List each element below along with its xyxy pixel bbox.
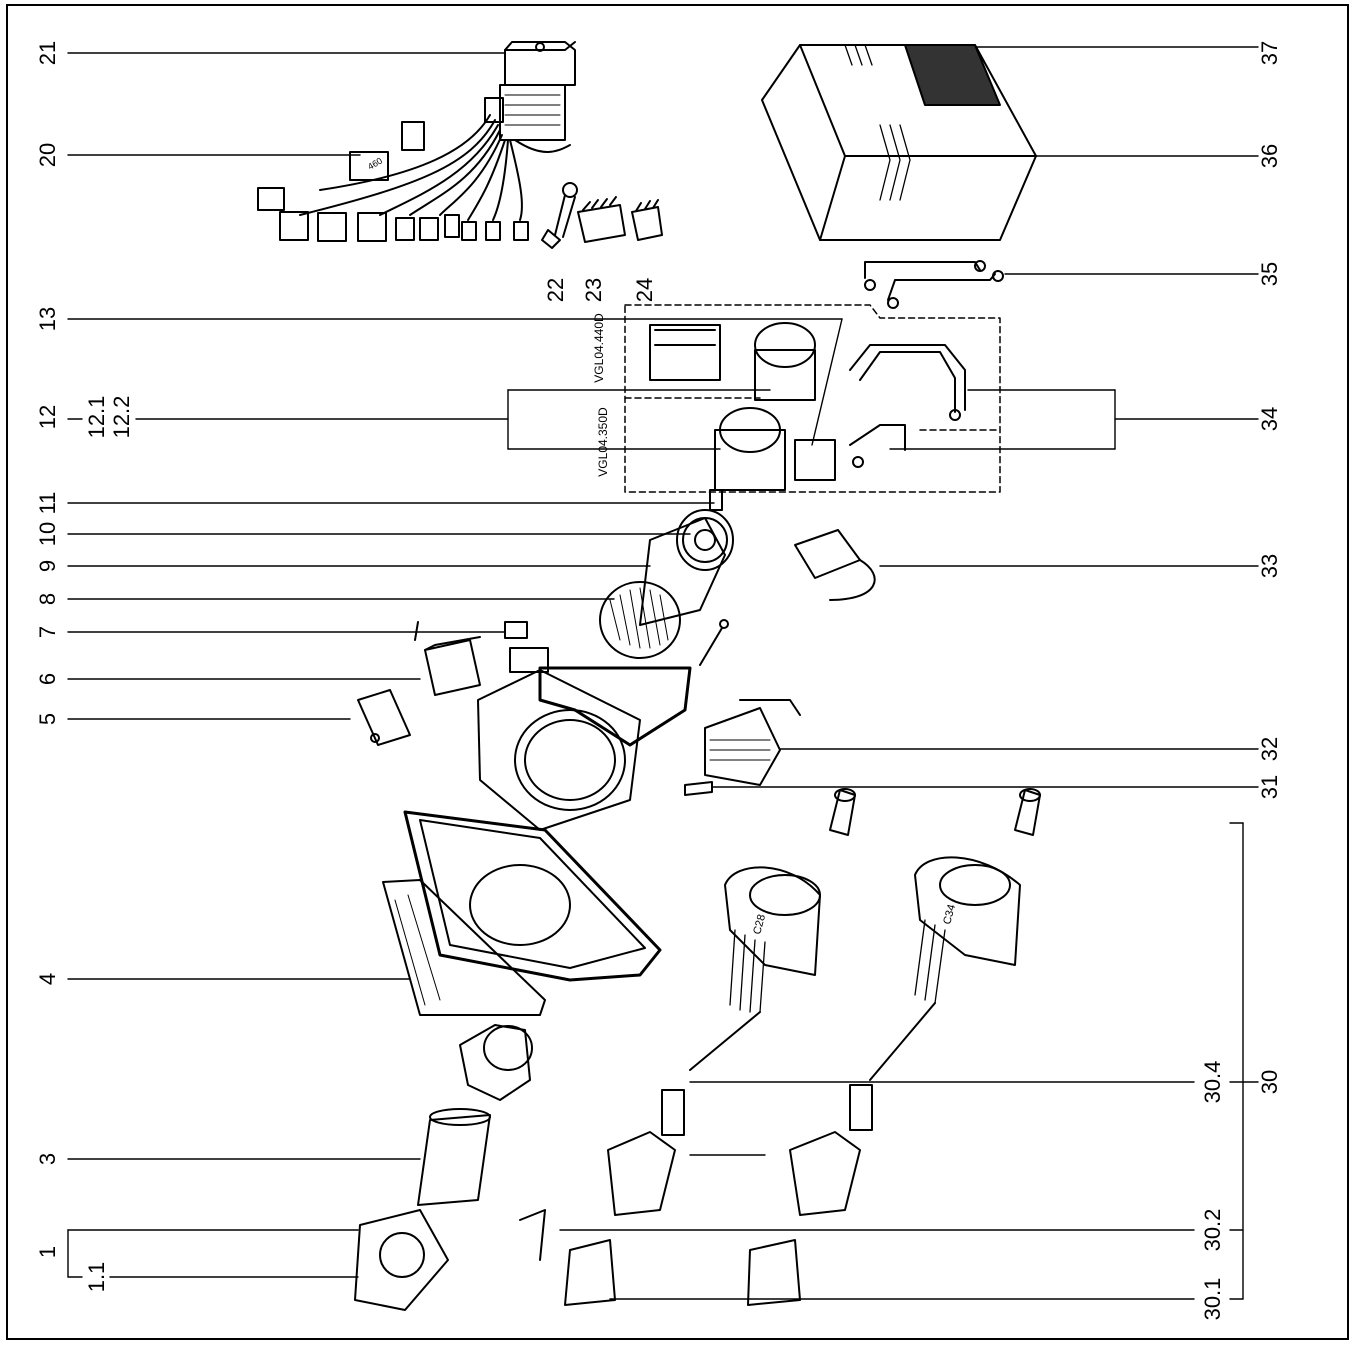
part-20-wiring-harness <box>257 97 571 242</box>
part-6-capacitor <box>414 621 481 696</box>
part-12-gas-valve-lower <box>714 407 836 491</box>
part-23-plug <box>577 196 626 243</box>
label-12-1: 12.1 <box>84 395 109 439</box>
label-30-4: 30.4 <box>1200 1060 1225 1104</box>
label-9: 9 <box>35 559 60 573</box>
part-10-motor-end <box>676 509 734 571</box>
label-1: 1 <box>35 1245 60 1259</box>
part-13-gas-valve-upper <box>649 322 816 401</box>
label-23: 23 <box>581 277 606 303</box>
part-37-grille <box>904 44 1001 106</box>
part-34-pipe-set <box>849 344 966 468</box>
part-7-terminal <box>504 621 549 673</box>
part-11-coupling <box>709 489 723 511</box>
label-24: 24 <box>632 277 657 303</box>
part-36-cover-hood <box>761 44 1037 241</box>
label-11: 11 <box>35 491 60 515</box>
part-30-assembly-b <box>747 788 1041 1306</box>
label-3: 3 <box>35 1152 60 1166</box>
part-21-connector-block <box>499 41 576 141</box>
label-10: 10 <box>35 521 60 547</box>
label-30-1: 30.1 <box>1200 1277 1225 1321</box>
drawing-frame <box>6 4 1349 1340</box>
label-4: 4 <box>35 972 60 986</box>
part-33-ignition-cable <box>794 529 876 601</box>
label-6: 6 <box>35 672 60 686</box>
part-35-gas-pipes <box>864 260 1004 309</box>
part-8-fan-wheel <box>599 581 681 659</box>
part-32-ignition-unit <box>704 699 801 786</box>
label-7: 7 <box>35 625 60 639</box>
part-30a-stamp: C28 <box>751 913 768 936</box>
label-37: 37 <box>1257 40 1282 66</box>
label-36: 36 <box>1257 143 1282 169</box>
part-9-motor <box>639 517 728 626</box>
label-34: 34 <box>1257 406 1282 432</box>
left-leader-lines <box>67 52 843 1278</box>
fan-adjust-rod <box>699 619 729 666</box>
label-31: 31 <box>1257 774 1282 800</box>
label-20: 20 <box>35 142 60 168</box>
label-1-1: 1.1 <box>84 1261 109 1293</box>
label-5: 5 <box>35 712 60 726</box>
label-22: 22 <box>543 277 568 303</box>
label-32: 32 <box>1257 736 1282 762</box>
label-21: 21 <box>35 40 60 66</box>
valve-label-lower: VGL04.350D <box>596 407 610 477</box>
mounting-plate <box>477 669 641 831</box>
part-1-flange <box>354 1209 449 1311</box>
part-31-gasket <box>684 781 713 796</box>
part-30b-stamp: C34 <box>941 903 958 926</box>
part-3-flame-tube <box>417 1108 491 1206</box>
label-35: 35 <box>1257 261 1282 287</box>
valve-label-upper: VGL04.440D <box>592 313 606 383</box>
part-20-stamp: 460 <box>366 156 384 172</box>
right-leader-lines <box>559 46 1259 1300</box>
label-30-2: 30.2 <box>1200 1208 1225 1252</box>
label-33: 33 <box>1257 553 1282 579</box>
gasket-plate <box>538 666 692 747</box>
label-13: 13 <box>35 306 60 332</box>
label-12: 12 <box>35 404 60 430</box>
part-22-probe <box>541 182 578 249</box>
label-8: 8 <box>35 592 60 606</box>
gas-valve-dashed-box <box>624 304 1001 493</box>
part-30-assembly-a <box>519 788 856 1306</box>
part-4-housing <box>382 810 662 1016</box>
part-24-plug <box>631 199 663 241</box>
label-30: 30 <box>1257 1069 1282 1095</box>
label-12-2: 12.2 <box>109 395 134 439</box>
part-5-plate <box>357 689 411 746</box>
flame-tube-holder <box>459 1024 533 1101</box>
